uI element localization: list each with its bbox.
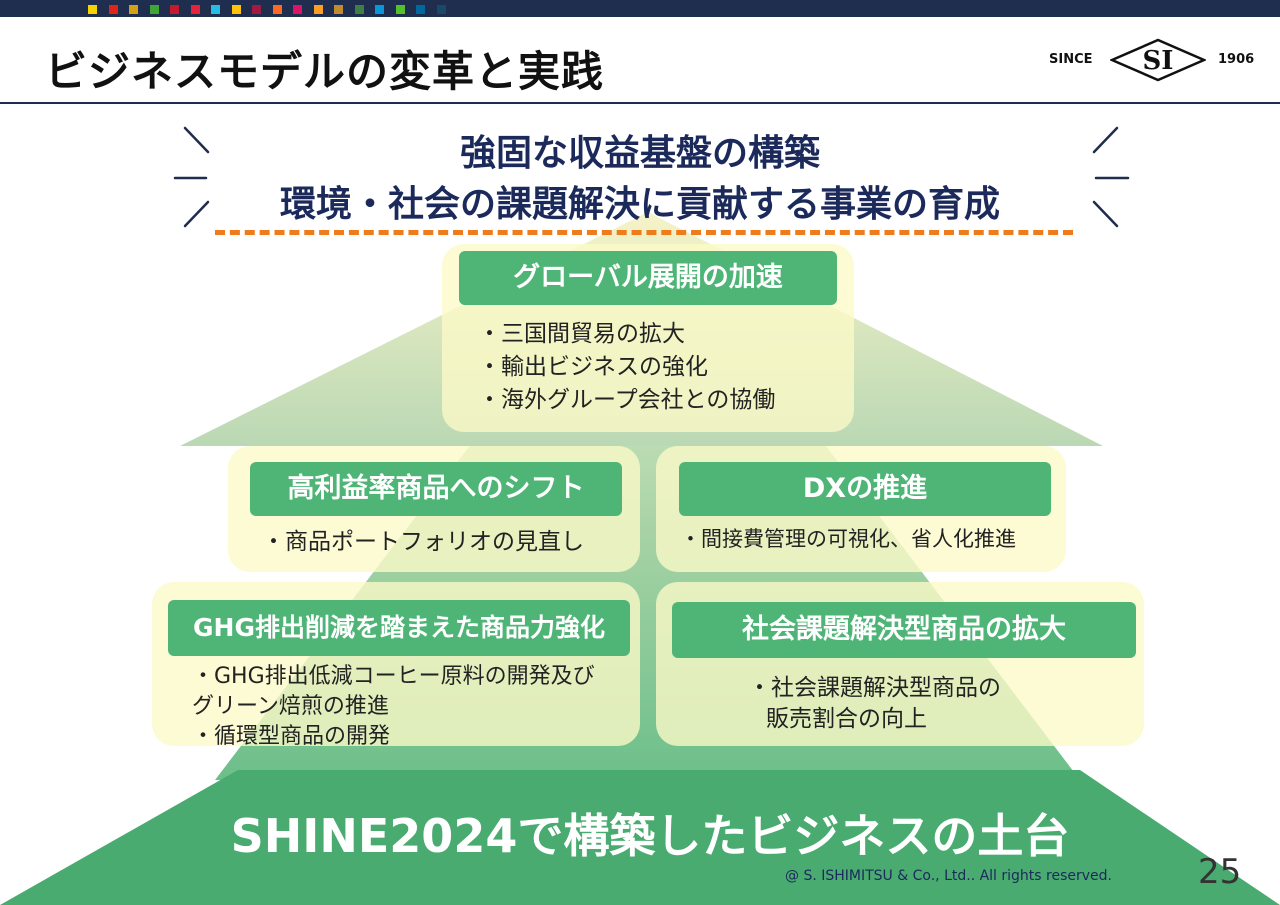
color-square — [272, 5, 282, 14]
title-divider — [0, 102, 1280, 104]
color-square — [354, 5, 364, 14]
base-label: SHINE2024で構築したビジネスの土台 — [230, 809, 1070, 863]
bullet-high-margin-1: ・商品ポートフォリオの見直し — [262, 529, 584, 555]
label-global-expansion: グローバル展開の加速 — [459, 251, 837, 305]
color-square — [88, 5, 97, 14]
color-square — [190, 5, 200, 14]
color-square — [375, 5, 384, 14]
label-social-products: 社会課題解決型商品の拡大 — [672, 602, 1136, 658]
company-logo: SI — [1110, 38, 1206, 82]
headline-underline — [215, 230, 1073, 235]
logo-text: SI — [1143, 46, 1174, 76]
color-square — [436, 5, 446, 14]
color-square — [313, 5, 323, 14]
since-label: SINCE — [1049, 52, 1093, 67]
page-number: 25 — [1198, 852, 1242, 892]
color-square — [149, 5, 159, 14]
label-dx-promotion: DXの推進 — [679, 462, 1051, 516]
label-high-margin-shift: 高利益率商品へのシフト — [250, 462, 622, 516]
bullet-ghg-1-cont: グリーン焙煎の推進 — [192, 694, 389, 719]
color-square — [395, 5, 405, 14]
bullet-ghg-1: ・GHG排出低減コーヒー原料の開発及び — [192, 664, 595, 689]
bullet-ghg-2: ・循環型商品の開発 — [192, 724, 391, 749]
color-square — [252, 5, 261, 14]
page-title: ビジネスモデルの変革と実践 — [45, 47, 605, 96]
bullet-global-3: ・海外グループ会社との協働 — [478, 387, 776, 413]
color-square — [334, 5, 343, 14]
copyright-notice: @ S. ISHIMITSU & Co., Ltd.. All rights r… — [785, 868, 1112, 884]
color-square — [170, 5, 179, 14]
color-square — [211, 5, 220, 14]
pyramid-base — [0, 770, 1280, 905]
spark-lines — [173, 126, 1130, 228]
color-square — [416, 5, 425, 14]
color-square — [231, 5, 241, 14]
label-ghg-reduction: GHG排出削減を踏まえた商品力強化 — [168, 600, 630, 656]
bullet-social-1: ・社会課題解決型商品の — [748, 675, 1001, 701]
color-square — [293, 5, 302, 14]
bullet-dx-1: ・間接費管理の可視化、省人化推進 — [680, 527, 1016, 551]
color-square — [129, 5, 138, 14]
bullet-global-1: ・三国間貿易の拡大 — [478, 321, 685, 347]
bullet-global-2: ・輸出ビジネスの強化 — [478, 354, 708, 380]
headline-line-2: 環境・社会の課題解決に貢献する事業の育成 — [279, 184, 1000, 225]
bullet-social-1-cont: 販売割合の向上 — [766, 706, 927, 732]
headline-line-1: 強固な収益基盤の構築 — [459, 133, 820, 174]
color-square — [108, 5, 118, 14]
year-label: 1906 — [1218, 52, 1255, 67]
